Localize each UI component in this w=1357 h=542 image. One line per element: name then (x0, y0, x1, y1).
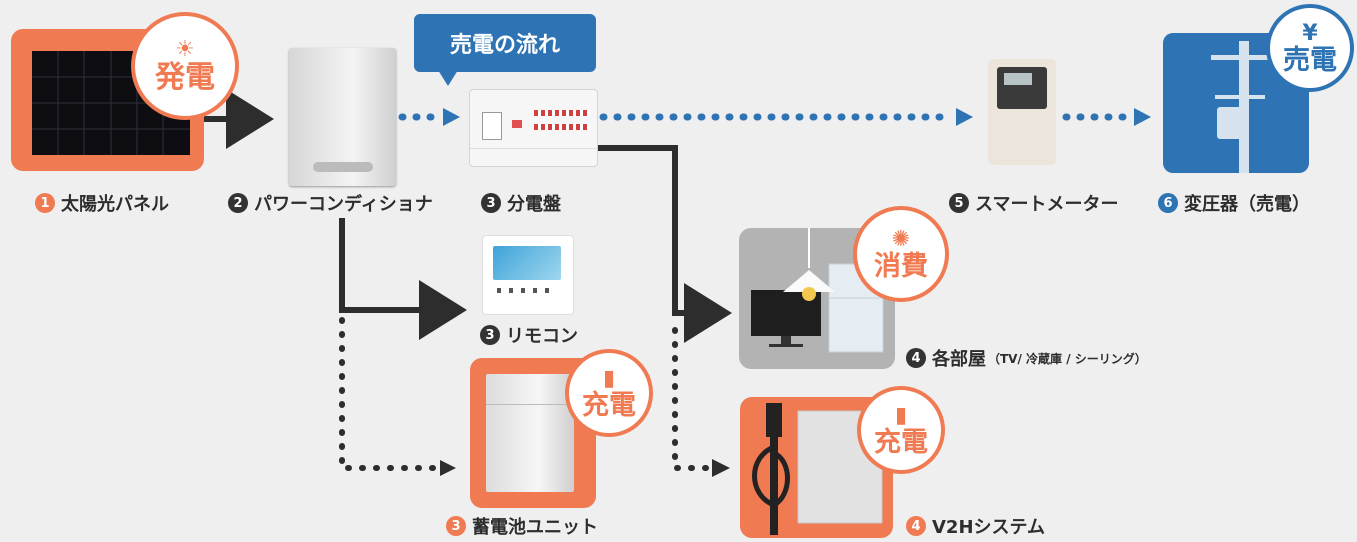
badge-consume-text: 消費 (874, 250, 928, 282)
badge-generate-text: 発電 (155, 60, 215, 95)
item-number: 3 (446, 516, 466, 536)
item-number: 5 (949, 193, 969, 213)
item-number: 3 (481, 193, 501, 213)
badge-charge-battery-text: 充電 (582, 389, 636, 421)
badge-charge-v2h-text: 充電 (874, 426, 928, 458)
flow-board-to-v2h (672, 327, 715, 471)
label-remote: 3 リモコン (480, 322, 578, 348)
badge-generate: ☀ 発電 (131, 12, 239, 120)
transformer-image (1211, 41, 1269, 173)
item-number: 3 (480, 325, 500, 345)
flow-board-to-rooms (598, 145, 732, 343)
item-number: 1 (35, 193, 55, 213)
item-number: 2 (228, 193, 248, 213)
badge-consume: ✺ 消費 (853, 206, 949, 302)
badge-sell: ¥ 売電 (1266, 4, 1354, 92)
remote-controller-image (482, 235, 574, 315)
flow-pcs-to-remote (339, 218, 467, 340)
battery-icon: ▮ (602, 365, 616, 391)
label-text: 蓄電池ユニット (472, 517, 598, 538)
sell-flow-callout: 売電の流れ (414, 14, 596, 86)
label-distribution-board: 3 分電盤 (481, 190, 561, 216)
lightbulb-icon: ✺ (891, 226, 911, 252)
label-rooms: 4 各部屋 （TV/ 冷蔵庫 / シーリング） (906, 345, 1147, 371)
battery-unit-tile (470, 358, 596, 508)
label-transformer: 6 変圧器（売電） (1158, 190, 1310, 216)
rooms-image (751, 228, 884, 353)
label-text: 分電盤 (507, 194, 561, 215)
badge-charge-v2h: ▮ 充電 (857, 386, 945, 474)
label-text: スマートメーター (975, 194, 1119, 215)
battery-icon: ▮ (894, 402, 908, 428)
power-conditioner-image (289, 48, 396, 186)
label-smart-meter: 5 スマートメーター (949, 190, 1118, 216)
callout-text: 売電の流れ (449, 33, 560, 58)
label-battery-unit: 3 蓄電池ユニット (446, 513, 598, 539)
label-solar-panel: 1 太陽光パネル (35, 190, 169, 216)
item-number: 4 (906, 348, 926, 368)
badge-charge-battery: ▮ 充電 (565, 349, 653, 437)
label-v2h: 4 V2Hシステム (906, 513, 1045, 539)
badge-sell-text: 売電 (1283, 44, 1337, 76)
battery-unit-image (486, 374, 574, 492)
label-text: 太陽光パネル (61, 194, 169, 215)
label-text: V2Hシステム (932, 517, 1045, 538)
distribution-board-image (469, 89, 598, 167)
flow-pcs-to-battery (339, 317, 445, 471)
label-text: パワーコンディショナ (254, 194, 433, 215)
label-text: 各部屋 (932, 349, 986, 370)
smart-meter-image (988, 59, 1056, 165)
item-number: 6 (1158, 193, 1178, 213)
label-power-conditioner: 2 パワーコンディショナ (228, 190, 433, 216)
label-note: （TV/ 冷蔵庫 / シーリング） (988, 351, 1147, 366)
money-bag-icon: ¥ (1302, 20, 1318, 46)
sun-icon: ☀ (175, 37, 195, 62)
item-number: 4 (906, 516, 926, 536)
label-text: 変圧器（売電） (1184, 194, 1310, 215)
label-text: リモコン (506, 326, 578, 347)
